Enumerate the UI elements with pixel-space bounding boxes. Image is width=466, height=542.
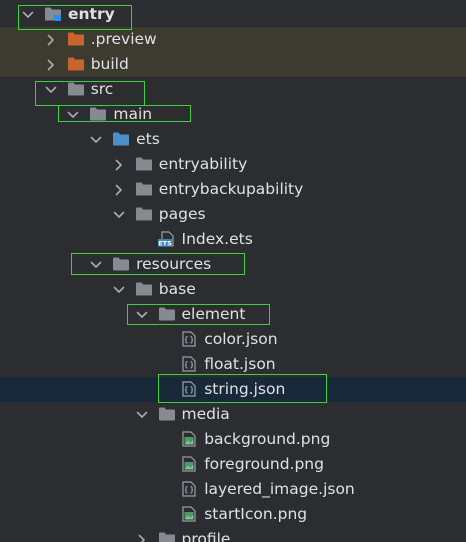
chevron-down-icon[interactable] (21, 8, 35, 22)
ets-file-icon: ETS (157, 231, 176, 248)
tree-node-layered-image-json[interactable]: layered_image.json (0, 477, 466, 502)
folder-icon (158, 531, 176, 542)
chevron-right-icon[interactable] (112, 158, 126, 172)
tree-node-element[interactable]: element (0, 302, 466, 327)
json-file-icon (180, 356, 198, 372)
tree-node-starticon-png[interactable]: startIcon.png (0, 502, 466, 527)
tree-node-preview[interactable]: .preview (0, 27, 466, 52)
png-file-icon (180, 431, 198, 447)
tree-node-label: Index.ets (181, 230, 253, 248)
folder-icon (135, 181, 153, 197)
tree-node-entry[interactable]: entry (0, 2, 466, 27)
tree-node-float-json[interactable]: float.json (0, 352, 466, 377)
tree-node-base[interactable]: base (0, 277, 466, 302)
json-file-icon (180, 331, 198, 347)
tree-node-color-json[interactable]: color.json (0, 327, 466, 352)
tree-node-label: resources (136, 255, 212, 273)
folder-icon (89, 106, 107, 122)
json-file-icon (180, 381, 198, 397)
png-file-icon (180, 456, 198, 472)
tree-node-label: float.json (204, 355, 276, 373)
chevron-down-icon[interactable] (135, 308, 149, 322)
tree-node-label: src (90, 80, 114, 98)
tree-node-index-ets[interactable]: ETS Index.ets (0, 227, 466, 252)
chevron-right-icon[interactable] (44, 33, 58, 47)
chevron-down-icon[interactable] (112, 283, 126, 297)
chevron-right-icon[interactable] (135, 533, 149, 542)
folder-icon (158, 306, 176, 322)
tree-node-label: main (113, 105, 153, 123)
folder-icon (112, 256, 130, 272)
source-folder-icon (112, 131, 130, 147)
tree-node-label: ets (136, 130, 160, 148)
chevron-right-icon[interactable] (44, 58, 58, 72)
tree-node-label: entrybackupability (158, 180, 304, 198)
tree-node-label: .preview (90, 30, 157, 48)
tree-node-label: build (90, 55, 129, 73)
tree-node-label: element (181, 305, 246, 323)
chevron-down-icon[interactable] (112, 208, 126, 222)
ets-badge-text: ETS (158, 240, 172, 248)
tree-node-label: background.png (204, 430, 331, 448)
tree-node-foreground-png[interactable]: foreground.png (0, 452, 466, 477)
tree-node-string-json[interactable]: string.json (0, 377, 466, 402)
folder-icon (135, 206, 153, 222)
tree-node-label: entryability (158, 155, 248, 173)
png-file-icon (180, 506, 198, 522)
tree-node-entryability[interactable]: entryability (0, 152, 466, 177)
json-file-icon (180, 481, 198, 497)
chevron-right-icon[interactable] (112, 183, 126, 197)
folder-icon (135, 281, 153, 297)
tree-node-media[interactable]: media (0, 402, 466, 427)
tree-node-entrybackupability[interactable]: entrybackupability (0, 177, 466, 202)
tree-node-label: profile (181, 530, 231, 542)
tree-node-src[interactable]: src (0, 77, 466, 102)
chevron-down-icon[interactable] (89, 133, 103, 147)
module-folder-icon (44, 6, 62, 22)
chevron-down-icon[interactable] (66, 108, 80, 122)
tree-node-main[interactable]: main (0, 102, 466, 127)
generated-folder-icon (67, 56, 85, 72)
folder-icon (158, 406, 176, 422)
tree-node-ets[interactable]: ets (0, 127, 466, 152)
tree-node-label: foreground.png (204, 455, 324, 473)
tree-node-label: base (158, 280, 196, 298)
chevron-down-icon[interactable] (89, 258, 103, 272)
tree-node-resources[interactable]: resources (0, 252, 466, 277)
tree-node-build[interactable]: build (0, 52, 466, 77)
tree-node-label: pages (158, 205, 206, 223)
tree-node-label: layered_image.json (204, 480, 355, 498)
tree-node-label: startIcon.png (204, 505, 308, 523)
tree-node-label: string.json (204, 380, 286, 398)
chevron-down-icon[interactable] (44, 83, 58, 97)
folder-icon (135, 156, 153, 172)
tree-node-profile[interactable]: profile (0, 527, 466, 542)
generated-folder-icon (67, 31, 85, 47)
chevron-down-icon[interactable] (135, 408, 149, 422)
tree-node-background-png[interactable]: background.png (0, 427, 466, 452)
tree-node-label: color.json (204, 330, 278, 348)
tree-node-label: media (181, 405, 230, 423)
folder-icon (67, 81, 85, 97)
tree-node-pages[interactable]: pages (0, 202, 466, 227)
tree-node-label: entry (68, 5, 115, 23)
